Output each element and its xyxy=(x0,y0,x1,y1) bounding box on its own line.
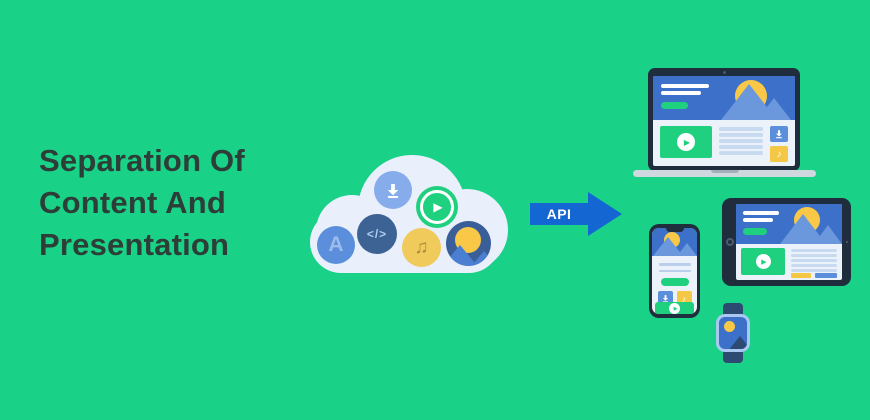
text-line xyxy=(658,269,691,272)
video-player: ▶ xyxy=(741,248,785,275)
laptop-mockup: ▶ ♪ xyxy=(633,62,816,177)
download-icon xyxy=(374,171,412,209)
screen-content: ▶ xyxy=(736,244,842,280)
tablet-home-button xyxy=(726,238,734,246)
text-line xyxy=(719,151,763,155)
text-line xyxy=(658,263,691,266)
phone-notch xyxy=(665,228,684,232)
screen-content: ♪ xyxy=(652,263,697,306)
sun-icon xyxy=(724,321,735,332)
header-text-line xyxy=(661,84,709,88)
blue-bar xyxy=(815,273,837,278)
camera-dot-icon xyxy=(846,241,848,243)
mountain-shape xyxy=(653,237,683,256)
watch-case xyxy=(716,314,750,352)
cta-pill xyxy=(660,278,689,286)
play-button-icon: ▶ xyxy=(669,303,680,314)
text-line xyxy=(791,259,837,262)
title-line-1: Separation Of xyxy=(39,143,245,178)
smartphone-mockup: ♪ ▶ xyxy=(649,224,700,318)
screen-header xyxy=(653,76,795,120)
tablet-screen: ▶ xyxy=(736,204,842,280)
music-icon: ♫ xyxy=(402,228,441,267)
cta-pill xyxy=(661,102,688,109)
download-badge xyxy=(770,126,788,142)
laptop-display: ▶ ♪ xyxy=(653,76,795,166)
text-line xyxy=(719,127,763,131)
tablet-mockup: ▶ xyxy=(722,198,851,286)
watch-strap xyxy=(723,303,743,317)
text-line xyxy=(719,145,763,149)
watch-screen xyxy=(719,317,747,349)
screen-content: ▶ ♪ xyxy=(653,120,795,166)
arrow-body xyxy=(530,203,588,225)
mountain-shape xyxy=(728,336,747,349)
music-badge: ♪ xyxy=(770,146,788,162)
play-button-icon: ▶ xyxy=(755,254,771,269)
text-line xyxy=(791,269,837,272)
text-line xyxy=(791,264,837,267)
smartwatch-mockup xyxy=(716,303,750,363)
text-line xyxy=(719,133,763,137)
title-line-3: Presentation xyxy=(39,227,230,262)
screen-header xyxy=(736,204,842,244)
letter-a-icon: A xyxy=(317,226,355,264)
play-icon: ▶ xyxy=(416,186,458,228)
code-icon: </> xyxy=(357,214,397,254)
laptop-screen: ▶ ♪ xyxy=(648,68,800,171)
text-line xyxy=(791,254,837,257)
api-arrow: API xyxy=(530,192,622,236)
arrow-head xyxy=(588,192,622,236)
phone-screen: ♪ ▶ xyxy=(652,228,697,314)
bottom-media-bar: ▶ xyxy=(655,302,694,314)
api-arrow-label: API xyxy=(546,206,572,222)
laptop-base-notch xyxy=(710,170,739,173)
yellow-bar xyxy=(791,273,811,278)
image-icon xyxy=(446,221,491,266)
play-button-icon: ▶ xyxy=(677,133,695,151)
cta-pill xyxy=(743,228,767,235)
camera-dot-icon xyxy=(722,71,726,74)
download-arrow-glyph xyxy=(387,184,399,198)
header-text-line xyxy=(743,218,773,222)
laptop-base xyxy=(633,170,816,177)
text-line xyxy=(791,249,837,252)
header-text-line xyxy=(743,211,779,215)
video-player: ▶ xyxy=(660,126,712,158)
watch-strap xyxy=(723,349,743,363)
download-arrow-glyph xyxy=(776,130,782,139)
screen-header xyxy=(652,228,697,256)
mountain-shape xyxy=(757,98,791,120)
mountain-shape xyxy=(469,251,491,266)
play-glyph: ▶ xyxy=(420,190,454,224)
mountain-shape xyxy=(814,225,842,244)
mountain-shape xyxy=(677,243,697,256)
text-line xyxy=(719,139,763,143)
page-title: Separation Of Content And Presentation xyxy=(39,140,245,266)
header-text-line xyxy=(661,91,701,95)
title-line-2: Content And xyxy=(39,185,227,220)
